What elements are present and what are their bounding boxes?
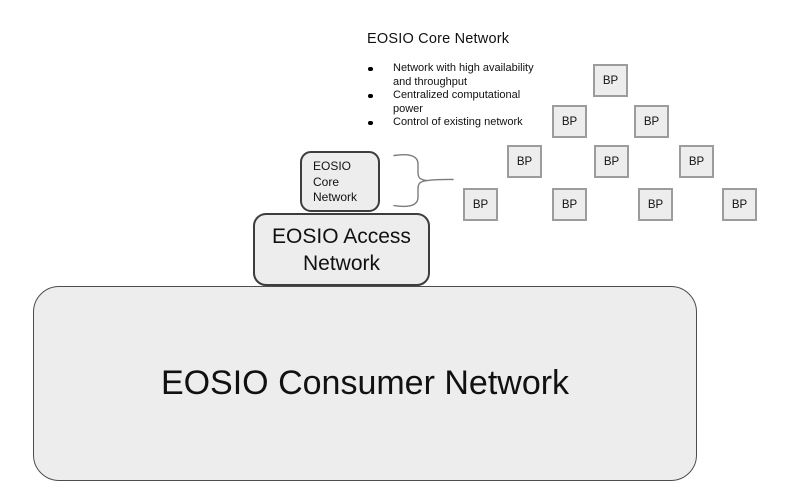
- bp-node: BP: [507, 145, 542, 178]
- bp-node: BP: [593, 64, 628, 97]
- bp-node: BP: [552, 105, 587, 138]
- bp-node: BP: [679, 145, 714, 178]
- consumer-network-box: EOSIO Consumer Network: [33, 286, 697, 481]
- bp-node: BP: [638, 188, 673, 221]
- bullet-item: Centralized computational power: [366, 89, 548, 116]
- bp-node: BP: [463, 188, 498, 221]
- bp-node: BP: [634, 105, 669, 138]
- bp-node: BP: [594, 145, 629, 178]
- bullet-item: Network with high availability and throu…: [366, 62, 548, 89]
- access-network-box: EOSIO Access Network: [253, 213, 430, 286]
- bullet-item: Control of existing network: [366, 116, 548, 130]
- bp-node: BP: [722, 188, 757, 221]
- feature-bullet-list: Network with high availability and throu…: [366, 62, 548, 130]
- bp-node: BP: [552, 188, 587, 221]
- curly-brace-icon: [391, 152, 457, 215]
- core-network-box: EOSIO Core Network: [300, 151, 380, 212]
- diagram-title: EOSIO Core Network: [367, 31, 510, 47]
